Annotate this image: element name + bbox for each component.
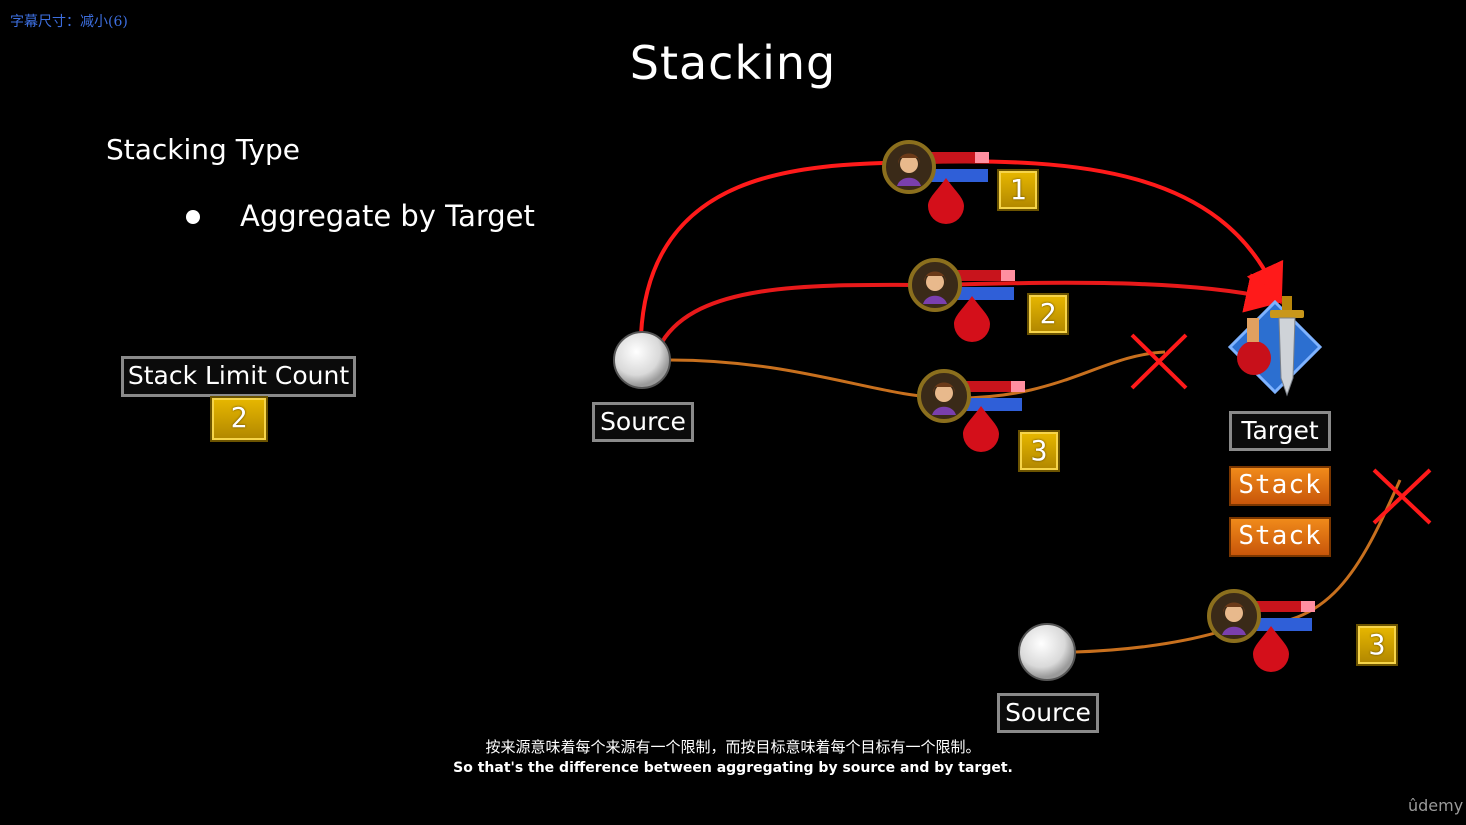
bullet-dot [186,210,200,224]
effect-count-badge: 2 [1027,293,1069,335]
effect-icon-2 [908,258,1015,342]
effect-icon-1 [882,140,989,224]
source-label: Source [997,693,1099,733]
subtitle-chinese: 按来源意味着每个来源有一个限制，而按目标意味着每个目标有一个限制。 [485,738,981,756]
subtitle-english: So that's the difference between aggrega… [453,760,1013,776]
target-sword-icon [1227,296,1323,397]
target-label: Target [1229,411,1331,451]
stack-limit-value-badge: 2 [210,396,268,442]
bullet-aggregate-by-target: Aggregate by Target [240,199,535,233]
slide-title: Stacking [629,36,837,90]
udemy-watermark: ûdemy [1408,796,1464,815]
stack-slot: Stack [1229,517,1331,557]
source-label: Source [592,402,694,442]
source-node-icon [1018,623,1076,681]
stacking-type-heading: Stacking Type [106,133,301,166]
subtitle-size-note: 字幕尺寸：减小(6) [10,14,128,30]
blocked-x-icon [1372,468,1432,525]
blocked-x-icon [1130,333,1188,390]
red-curve-1 [639,159,1284,336]
effect-icon-3 [917,369,1025,452]
effect-icon-bottom [1207,589,1315,672]
stack-slot: Stack [1229,466,1331,506]
effect-count-badge: 3 [1018,430,1060,472]
effect-count-badge: 3 [1356,624,1398,666]
stack-limit-count-label: Stack Limit Count [121,356,356,397]
effect-count-badge: 1 [997,169,1039,211]
source-node-icon [613,331,671,389]
